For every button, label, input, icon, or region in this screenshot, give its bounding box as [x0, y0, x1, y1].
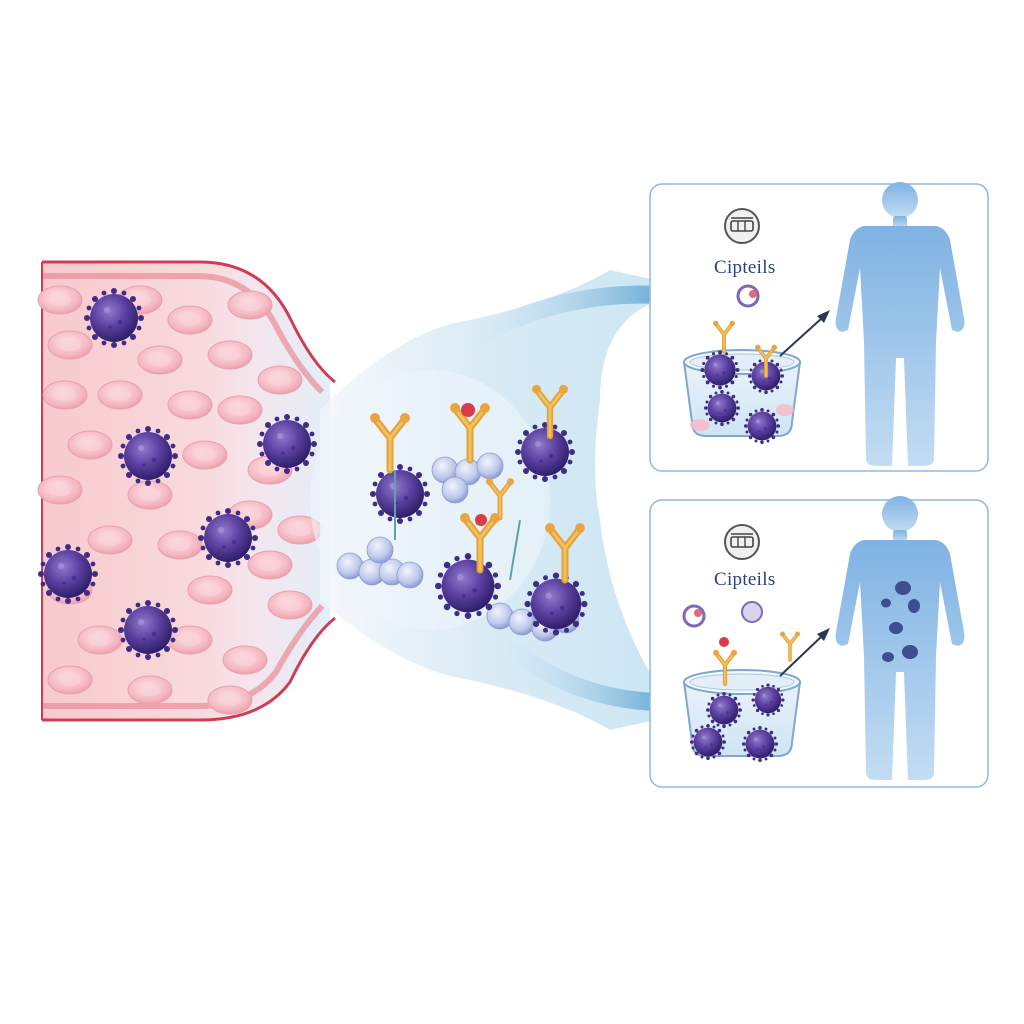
red-blood-cell: [157, 530, 203, 560]
tcell-icon: [690, 724, 726, 760]
tcell-icon: [198, 508, 258, 568]
binding-site: [475, 514, 487, 526]
tcell-icon: [744, 408, 780, 444]
red-blood-cell: [127, 675, 173, 705]
red-blood-cell: [187, 575, 233, 605]
bead: [396, 561, 424, 589]
floating-molecule: [682, 604, 706, 628]
tumor-spots: [881, 581, 920, 662]
floating-molecule: [736, 284, 760, 308]
tcell-icon: [257, 414, 317, 474]
red-blood-cell: [77, 625, 123, 655]
binding-site: [461, 403, 475, 417]
tcell-icon: [118, 600, 178, 660]
red-blood-cell: [217, 395, 263, 425]
red-blood-cell: [222, 645, 268, 675]
pill-badge-icon: [724, 524, 760, 560]
tcell-icon: [38, 544, 98, 604]
tcell-icon: [751, 683, 785, 717]
panel-label-top: Cipteils: [714, 257, 776, 278]
tcell-icon: [742, 726, 778, 762]
red-blood-cell: [47, 665, 93, 695]
red-blood-cell: [67, 430, 113, 460]
arrow-right-icon: [817, 628, 830, 641]
tcell-icon: [370, 464, 430, 524]
red-blood-cell: [97, 380, 143, 410]
red-blood-cell: [267, 590, 313, 620]
binding-site: [719, 637, 729, 647]
red-blood-cell: [87, 525, 133, 555]
red-blood-cell: [207, 340, 253, 370]
red-blood-cell: [37, 285, 83, 315]
tcell-icon: [84, 288, 144, 348]
red-blood-cell: [167, 305, 213, 335]
bead: [366, 536, 394, 564]
red-blood-cell: [257, 365, 303, 395]
processing-funnel: [310, 270, 700, 730]
tcell-icon: [515, 422, 575, 482]
tcell-icon: [118, 426, 178, 486]
panel-label-bottom: Cipteils: [714, 569, 776, 590]
tcell-icon: [435, 553, 501, 619]
arrow-right-icon: [817, 310, 830, 323]
blood-vessel: [41, 260, 336, 722]
red-blood-cell: [47, 330, 93, 360]
pill-badge-icon: [724, 208, 760, 244]
tcell-icon: [700, 350, 740, 390]
bead: [476, 452, 504, 480]
red-blood-cell: [182, 440, 228, 470]
red-blood-cell: [247, 550, 293, 580]
red-blood-cell: [137, 345, 183, 375]
result-panel-top: [649, 182, 989, 472]
red-blood-cell: [167, 390, 213, 420]
tcell-icon: [704, 390, 740, 426]
red-blood-cell: [37, 475, 83, 505]
antibody-bead-cluster: [336, 385, 588, 642]
red-blood-cell: [42, 380, 88, 410]
tcell-icon: [706, 692, 742, 728]
tcell-icon: [524, 572, 588, 636]
red-blood-cell: [207, 685, 253, 715]
bead: [441, 476, 469, 504]
result-panel-bottom: [649, 496, 989, 788]
floating-molecule: [741, 601, 763, 623]
red-blood-cell: [227, 290, 273, 320]
